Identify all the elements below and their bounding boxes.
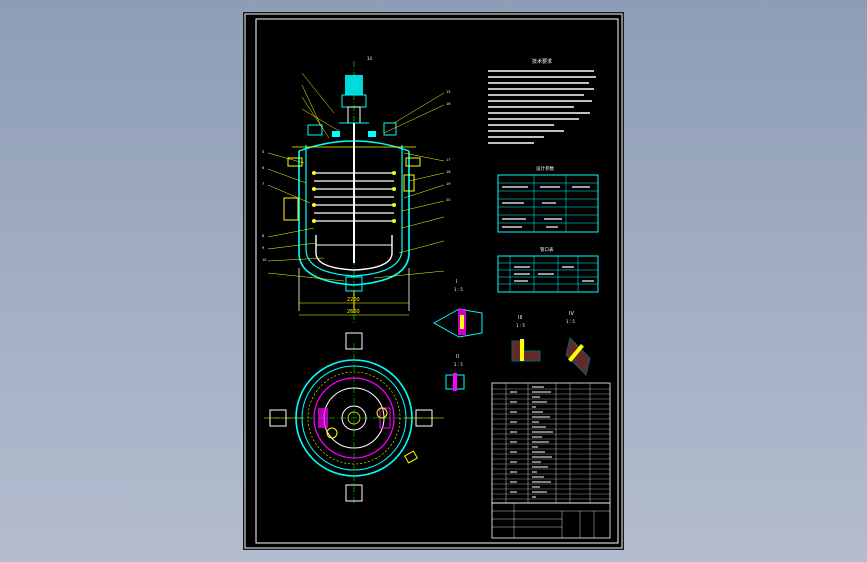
svg-text:10: 10 xyxy=(262,258,266,262)
table2-title: 管口表 xyxy=(540,246,554,253)
dim-label-2: 2600 xyxy=(347,309,360,315)
cad-drawing: 2200 2600 14 xyxy=(244,13,623,549)
tech-title: 技术要求 xyxy=(532,58,552,65)
svg-text:5: 5 xyxy=(262,150,264,154)
bill-of-materials xyxy=(491,382,611,504)
title-block xyxy=(491,502,611,539)
detail-section-IV: IV 1 : 5 xyxy=(565,311,591,376)
svg-text:19: 19 xyxy=(446,182,450,186)
section-IV-label: IV xyxy=(569,311,574,317)
detail-section-III: III 1 : 5 xyxy=(511,315,541,362)
svg-text:18: 18 xyxy=(446,170,450,174)
table1-title: 设计参数 xyxy=(536,165,554,172)
svg-text:9: 9 xyxy=(262,246,264,250)
section-II-scale: 1 : 5 xyxy=(454,362,463,367)
svg-text:20: 20 xyxy=(446,198,450,202)
nozzle-table: 管口表 xyxy=(497,246,599,293)
drawing-sheet: 2200 2600 14 xyxy=(244,13,623,549)
reactor-elevation-view: 2200 2600 14 xyxy=(262,56,450,325)
section-III-label: III xyxy=(518,315,522,321)
technical-requirements: 技术要求 xyxy=(488,58,596,144)
svg-text:8: 8 xyxy=(262,234,264,238)
section-II-label: II xyxy=(456,354,459,360)
outer-frame xyxy=(244,13,623,549)
detail-section-I: I 1 : 5 xyxy=(432,279,483,338)
inner-frame xyxy=(255,18,619,544)
dim-label-1: 2200 xyxy=(347,297,360,303)
detail-section-II: II 1 : 5 xyxy=(445,354,465,391)
svg-text:17: 17 xyxy=(446,158,450,162)
reactor-plan-view xyxy=(264,332,444,503)
svg-text:7: 7 xyxy=(262,182,264,186)
svg-text:15: 15 xyxy=(446,90,450,94)
design-parameter-table: 设计参数 xyxy=(497,165,599,233)
section-III-scale: 1 : 5 xyxy=(516,323,525,328)
section-IV-scale: 1 : 5 xyxy=(566,319,575,324)
top-callout: 14 xyxy=(367,56,373,61)
section-I-label: I xyxy=(456,279,457,285)
svg-text:6: 6 xyxy=(262,166,264,170)
section-I-scale: 1 : 5 xyxy=(454,287,463,292)
svg-text:16: 16 xyxy=(446,102,450,106)
